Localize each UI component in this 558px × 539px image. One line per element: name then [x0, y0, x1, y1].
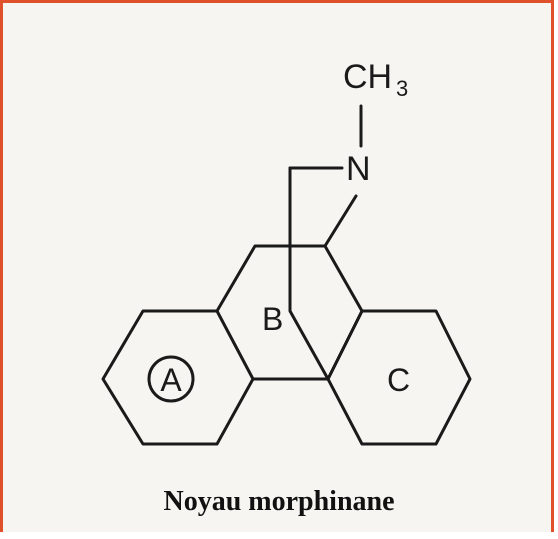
ring-c-label: C	[387, 362, 410, 398]
nitrogen-label: N	[346, 150, 371, 188]
methyl-label: CH	[343, 58, 392, 96]
ring-c-hexagon	[326, 309, 472, 446]
methyl-subscript: 3	[396, 76, 408, 101]
ring-a-label-circle	[147, 355, 195, 403]
ring-a-label: A	[160, 362, 182, 398]
nitrogen-to-ring-bond	[323, 194, 358, 248]
ethano-bridge	[288, 166, 330, 381]
ring-b-bonds	[215, 244, 364, 381]
diagram-caption: Noyau morphinane	[163, 486, 395, 517]
ring-b-label: B	[262, 301, 283, 337]
diagram-frame	[0, 0, 554, 532]
